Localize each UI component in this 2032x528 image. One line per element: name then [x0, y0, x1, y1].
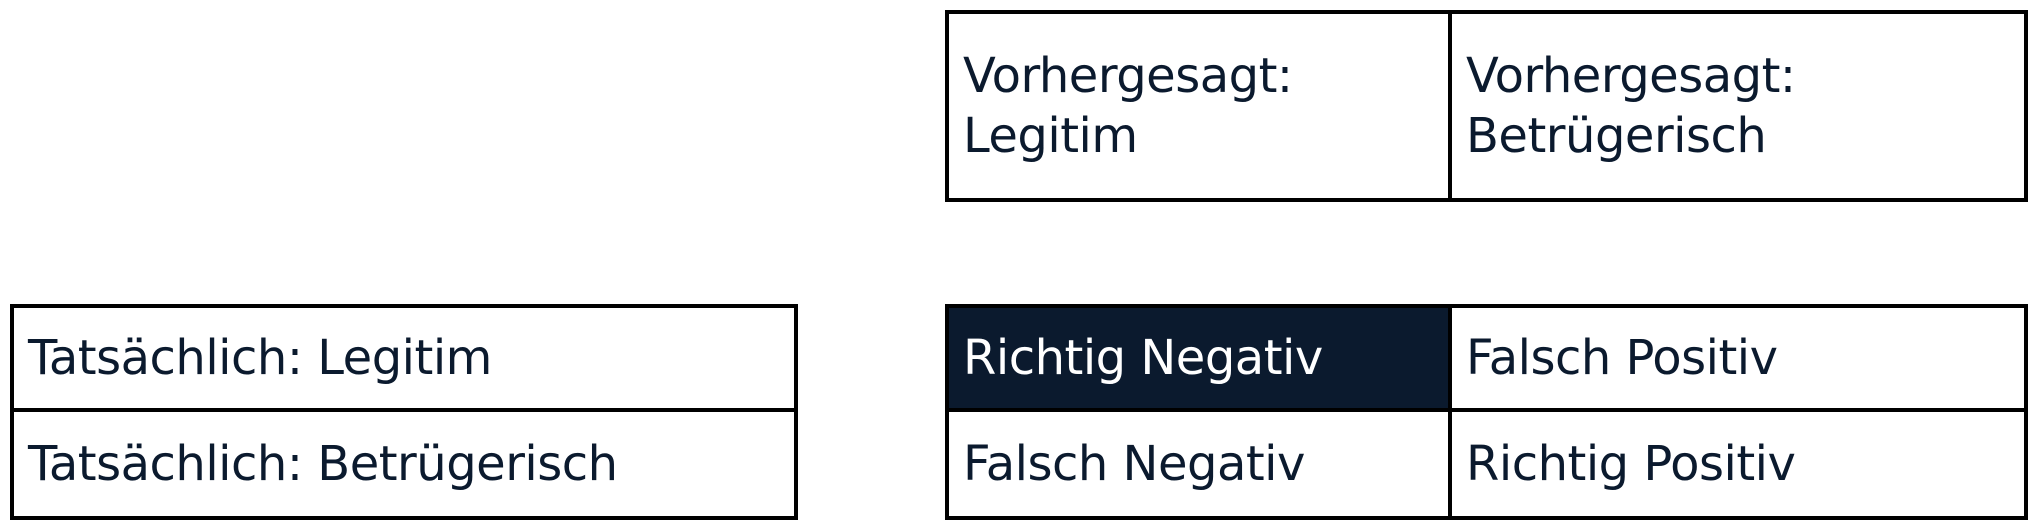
false-positive-cell: Falsch Positiv: [1452, 308, 2024, 412]
actual-legitim-header: Tatsächlich: Legitim: [14, 308, 794, 412]
predicted-fraud-header: Vorhergesagt: Betrügerisch: [1466, 48, 1796, 164]
false-negative-cell: Falsch Negativ: [949, 412, 1452, 516]
actual-fraud-header: Tatsächlich: Betrügerisch: [28, 436, 618, 492]
confusion-matrix: Richtig Negativ Falsch Positiv Falsch Ne…: [945, 304, 2028, 520]
true-negative-cell: Richtig Negativ: [949, 308, 1452, 412]
predicted-header-table: Vorhergesagt: Legitim Vorhergesagt: Betr…: [945, 10, 2028, 202]
predicted-legitim-header: Vorhergesagt: Legitim: [949, 14, 1452, 198]
actual-header-table: Tatsächlich: Legitim Tatsächlich: Betrüg…: [10, 304, 798, 520]
true-positive-cell: Richtig Positiv: [1466, 436, 1796, 492]
